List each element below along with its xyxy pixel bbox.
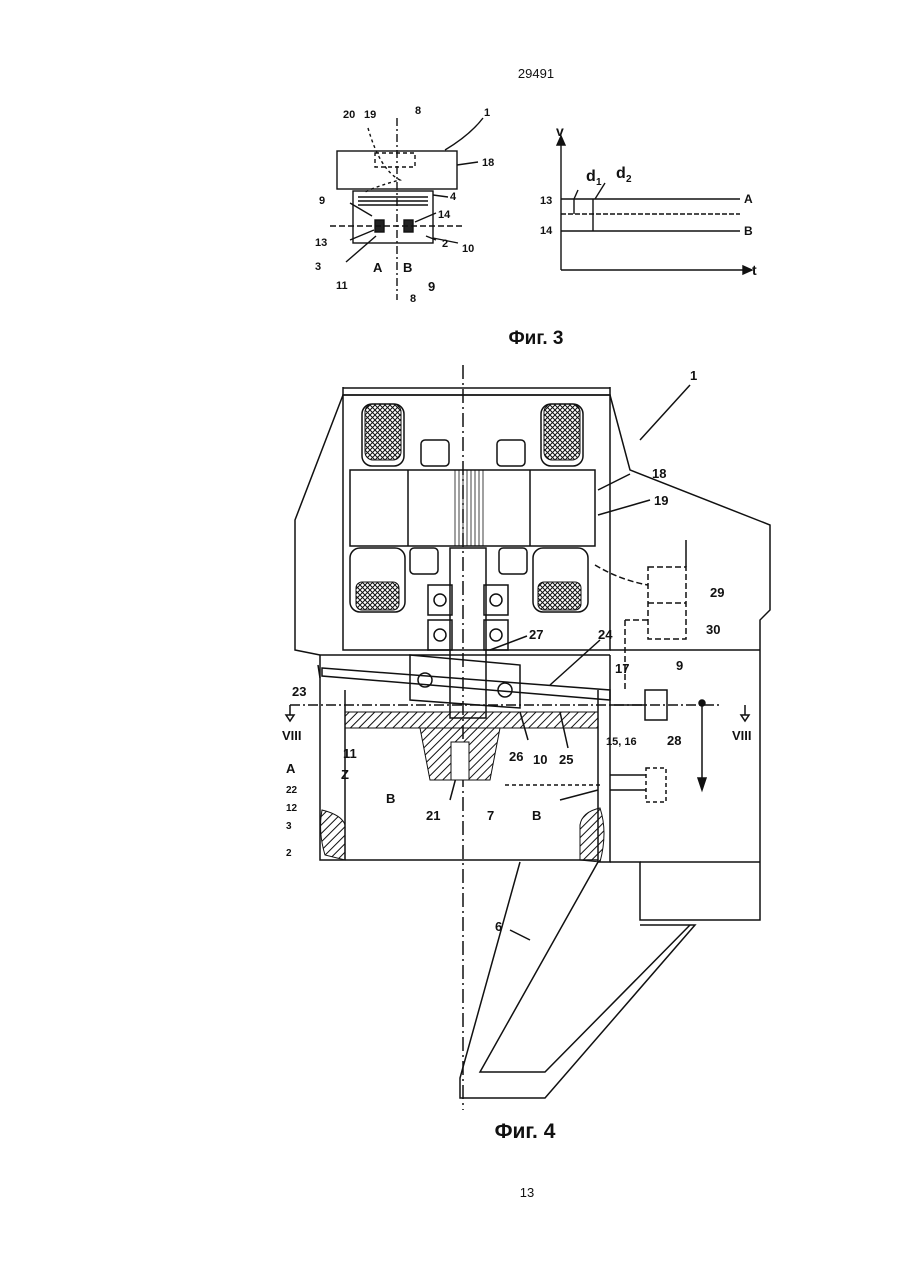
page-number: 13 — [427, 1185, 627, 1200]
fig4-label-6: 6 — [495, 919, 502, 934]
figure-4-labels: 1 18 19 29 30 27 24 17 9 23 28 VIII VIII… — [282, 368, 752, 934]
figure-4-caption: Фиг. 4 — [425, 1120, 625, 1144]
fig4-label-19: 19 — [654, 493, 668, 508]
fig4-label-26: 26 — [509, 749, 523, 764]
fig4-label-2: 2 — [286, 848, 292, 859]
fig4-label-11: 11 — [343, 746, 357, 761]
fig4-label-25: 25 — [559, 752, 573, 767]
fig4-label-3: 3 — [286, 821, 292, 832]
fig4-label-viii-left: VIII — [282, 728, 302, 743]
fig4-label-24: 24 — [598, 627, 613, 642]
fig4-label-18: 18 — [652, 466, 666, 481]
fig4-label-15-16: 15, 16 — [606, 736, 637, 748]
fig4-label-A: A — [286, 761, 296, 776]
fig4-label-22: 22 — [286, 785, 298, 796]
fig4-label-30: 30 — [706, 622, 720, 637]
fig4-label-7: 7 — [487, 808, 494, 823]
fig4-label-10: 10 — [533, 752, 547, 767]
fig4-label-23: 23 — [292, 684, 306, 699]
fig4-label-B-left: B — [386, 791, 395, 806]
fig4-label-28: 28 — [667, 733, 681, 748]
fig4-label-17: 17 — [615, 661, 629, 676]
fig4-label-viii-right: VIII — [732, 728, 752, 743]
fig4-label-12: 12 — [286, 803, 298, 814]
fig4-label-1: 1 — [690, 368, 697, 383]
fig4-label-29: 29 — [710, 585, 724, 600]
fig4-label-Z: Z — [341, 767, 349, 782]
fig4-label-27: 27 — [529, 627, 543, 642]
fig4-label-B-right: B — [532, 808, 541, 823]
fig4-label-21: 21 — [426, 808, 440, 823]
fig4-label-9: 9 — [676, 658, 683, 673]
